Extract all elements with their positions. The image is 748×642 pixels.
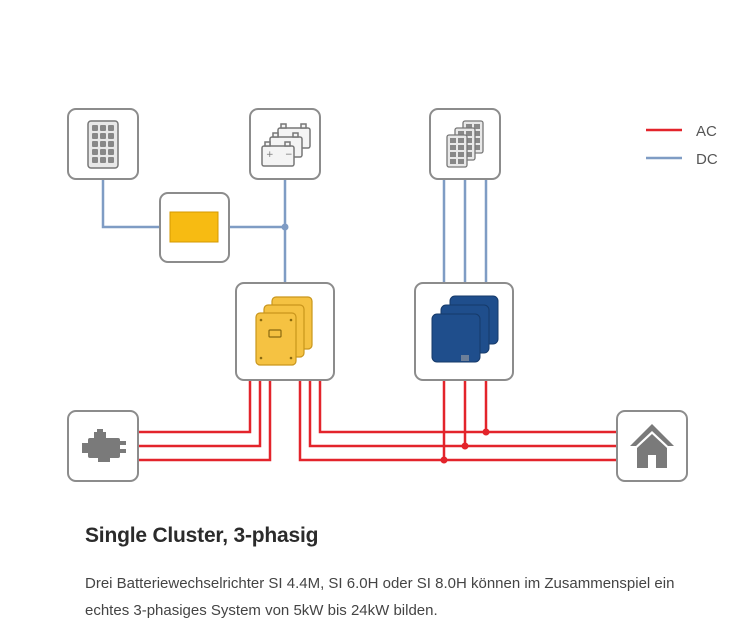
caption: Single Cluster, 3-phasig Drei Batteriewe… — [85, 524, 705, 624]
pv-array-icon — [446, 120, 484, 168]
caption-body: Drei Batteriewechselrichter SI 4.4M, SI … — [85, 575, 675, 619]
ac-junction-dot — [440, 456, 448, 464]
dc-junction-dot — [281, 223, 289, 231]
ac-junction-dot — [482, 428, 490, 436]
ac-wire-gen-l3 — [138, 380, 272, 462]
battery-bank-icon: + − — [261, 123, 311, 167]
sunny-boy-inverters-icon — [431, 295, 499, 363]
ac-wire-home-l2 — [308, 380, 617, 448]
svg-text:−: − — [285, 150, 293, 160]
ac-wire-home-l3 — [298, 380, 617, 462]
ac-wiring — [138, 380, 617, 462]
sunny-island-inverters-icon — [255, 296, 313, 366]
dc-wiring — [101, 180, 488, 283]
charge-controller-icon — [169, 211, 219, 243]
ac-wire-gen-l2 — [138, 380, 262, 448]
legend: AC DC — [646, 123, 718, 168]
ac-wire-home-l1 — [318, 380, 617, 434]
legend-dc-label: DC — [696, 151, 718, 168]
ac-wire-gen-l1 — [138, 380, 252, 434]
generator-engine-icon — [82, 429, 126, 462]
caption-title: Single Cluster, 3-phasig — [85, 524, 319, 547]
house-icon — [630, 424, 674, 468]
dc-wire-pv-to-controller — [101, 180, 160, 229]
svg-text:+: + — [266, 150, 274, 160]
system-diagram: + − — [67, 108, 718, 482]
solar-panel-icon — [87, 120, 119, 169]
ac-junction-dot — [461, 442, 469, 450]
legend-ac-label: AC — [696, 123, 717, 140]
